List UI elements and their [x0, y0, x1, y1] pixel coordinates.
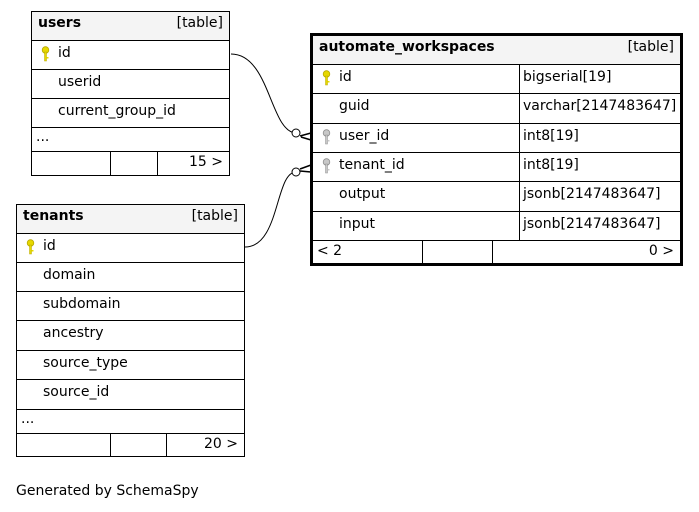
column-row[interactable]: source_type	[17, 351, 244, 380]
column-row[interactable]: subdomain	[17, 292, 244, 321]
automate-workspaces-table[interactable]: automate_workspaces [table] id bigserial…	[310, 33, 683, 266]
users-table[interactable]: users [table] id userid current_group_id…	[31, 11, 230, 176]
footer-divider	[492, 241, 493, 263]
children-count-link[interactable]: 0 >	[648, 243, 674, 259]
table-name: automate_workspaces	[319, 39, 495, 55]
column-name: ancestry	[43, 325, 104, 341]
users-to-workspaces-edge	[230, 53, 297, 134]
table-tag: [table]	[627, 39, 674, 55]
column-row[interactable]: output jsonb[2147483647]	[313, 182, 680, 212]
column-row[interactable]: userid	[32, 70, 229, 99]
column-row[interactable]: guid varchar[2147483647]	[313, 94, 680, 124]
column-type: jsonb[2147483647]	[523, 186, 661, 202]
column-name: source_type	[43, 355, 128, 371]
automate-workspaces-table-header: automate_workspaces [table]	[313, 36, 680, 65]
column-name: domain	[43, 267, 96, 283]
column-name: output	[339, 186, 386, 202]
tenants-table-header: tenants [table]	[17, 205, 244, 234]
footer-divider	[110, 152, 111, 175]
table-footer: 15 >	[32, 152, 229, 175]
column-type: int8[19]	[523, 128, 579, 144]
users-edge-zero-marker	[291, 128, 301, 138]
column-name: id	[58, 45, 71, 61]
table-tag: [table]	[176, 15, 223, 31]
column-type: varchar[2147483647]	[523, 98, 677, 114]
primary-key-icon	[26, 239, 35, 255]
column-row[interactable]: id bigserial[19]	[313, 65, 680, 94]
column-row[interactable]: user_id int8[19]	[313, 124, 680, 153]
foreign-key-icon	[322, 129, 331, 145]
table-footer: < 2 0 >	[313, 241, 680, 263]
column-name: input	[339, 216, 376, 232]
column-name: user_id	[339, 128, 390, 144]
column-row[interactable]: ancestry	[17, 321, 244, 351]
tenants-table[interactable]: tenants [table] id domain subdomain ance…	[16, 204, 245, 457]
foreign-key-icon	[322, 158, 331, 174]
column-name: id	[43, 238, 56, 254]
column-name: guid	[339, 98, 370, 114]
generator-credit: Generated by SchemaSpy	[16, 483, 199, 499]
column-name: tenant_id	[339, 157, 405, 173]
column-type: jsonb[2147483647]	[523, 216, 661, 232]
column-type: int8[19]	[523, 157, 579, 173]
primary-key-icon	[322, 70, 331, 86]
more-columns-ellipsis: ...	[21, 411, 35, 427]
table-footer: 20 >	[17, 434, 244, 456]
table-tag: [table]	[191, 208, 238, 224]
column-row[interactable]: current_group_id	[32, 99, 229, 128]
column-row[interactable]: id	[32, 41, 229, 70]
more-columns-row[interactable]: ...	[32, 128, 229, 152]
footer-divider	[422, 241, 423, 263]
children-count-link[interactable]: 20 >	[204, 436, 238, 452]
tenants-to-workspaces-edge	[244, 171, 297, 248]
parents-count-link[interactable]: < 2	[317, 243, 343, 259]
users-table-header: users [table]	[32, 12, 229, 41]
column-name: current_group_id	[58, 103, 176, 119]
column-row[interactable]: source_id	[17, 380, 244, 410]
column-row[interactable]: input jsonb[2147483647]	[313, 212, 680, 241]
more-columns-row[interactable]: ...	[17, 410, 244, 434]
column-row[interactable]: domain	[17, 263, 244, 292]
column-name: id	[339, 69, 352, 85]
table-name: users	[38, 15, 82, 31]
column-row[interactable]: id	[17, 234, 244, 263]
children-count-link[interactable]: 15 >	[189, 154, 223, 170]
column-name: subdomain	[43, 296, 121, 312]
more-columns-ellipsis: ...	[36, 129, 50, 145]
primary-key-icon	[41, 46, 50, 62]
footer-divider	[110, 434, 111, 456]
column-name: userid	[58, 74, 102, 90]
tenants-edge-zero-marker	[291, 167, 301, 177]
table-name: tenants	[23, 208, 84, 224]
footer-divider	[157, 152, 158, 175]
footer-divider	[166, 434, 167, 456]
column-type-divider	[519, 65, 520, 241]
column-name: source_id	[43, 384, 110, 400]
column-row[interactable]: tenant_id int8[19]	[313, 153, 680, 182]
column-type: bigserial[19]	[523, 69, 612, 85]
